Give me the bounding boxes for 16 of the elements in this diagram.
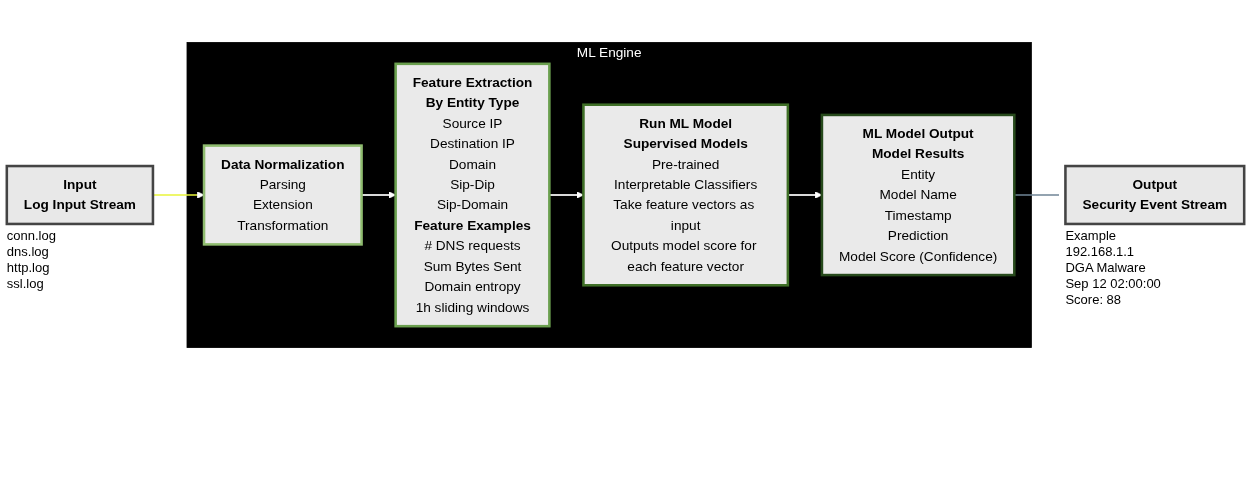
node-note: Score: 88	[1065, 291, 1123, 308]
node-box: Data Normalization Parsing Extension Transformation	[202, 144, 363, 246]
node-note: DGA Malware	[1065, 259, 1147, 276]
node-note: http.log	[6, 259, 51, 276]
node-note: 192.168.1.1	[1065, 243, 1136, 260]
node-box: ML Model Output Model Results Entity Model Name Timestamp Prediction Model Score (Confidence)	[820, 113, 1016, 277]
node-note: ssl.log	[6, 275, 45, 292]
node-note: Sep 12 02:00:00	[1065, 275, 1161, 292]
node-note: dns.log	[6, 243, 50, 260]
arrow	[152, 191, 205, 199]
node-box: Output Security Event Stream	[1064, 164, 1246, 226]
node-box: Run ML Model Supervised Models Pre-trained Interpretable Classifiers Take feature vectors as input Outputs model score for each feature vector	[582, 103, 790, 287]
node-box: Input Log Input Stream	[5, 164, 155, 226]
node-note: conn.log	[6, 227, 56, 244]
node-box: Feature Extraction By Entity Type Source IP Destination IP Domain Sip-Dip Sip-Domain Feature Examples # DNS requests Sum Bytes Sent Domain entropy 1h sliding windows	[394, 62, 551, 328]
node-note: Example	[1065, 227, 1117, 244]
